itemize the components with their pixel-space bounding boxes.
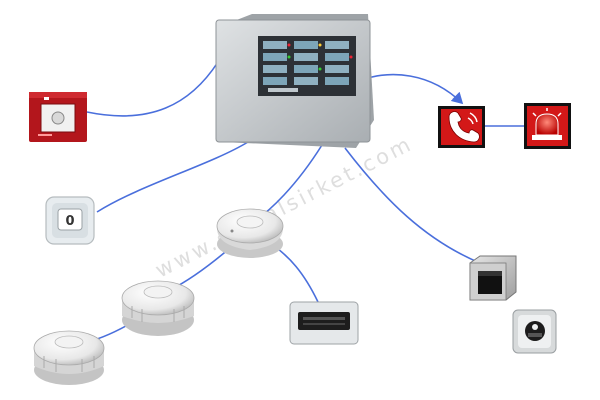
repeater-display[interactable] [289,301,359,345]
watermark-text: www.somalsirket.com [151,131,416,282]
wire-panel-to-dialer [361,73,464,105]
beam-detector[interactable] [512,309,557,354]
flame-detector[interactable] [469,255,517,301]
beacon-light-icon [532,108,562,140]
panel-indicator-grid [263,41,353,85]
wire-panel-to-key-switch [96,141,249,213]
alarm-beacon[interactable] [524,103,571,149]
display-panel-icon [298,312,350,330]
red-break-glass-icon [51,111,65,125]
smoke-detector-icon [236,215,264,229]
telephone-icon [448,111,480,143]
key-label: 0 [65,214,74,229]
smoke-detector-icon [54,335,84,349]
smoke-detector-middle[interactable] [121,280,195,336]
wire-panel-to-flame-detector [344,147,481,264]
smoke-detector-icon [143,285,173,299]
telephone-dialer[interactable] [438,106,485,148]
key-button-icon [57,208,83,231]
key-switch[interactable]: 0 [45,196,95,245]
manual-call-point[interactable] [29,92,87,142]
flame-detector-icon [478,271,502,294]
beam-detector-icon [525,321,545,341]
smoke-detector-upper[interactable] [216,208,284,258]
wire-panel-to-call-point [86,61,219,117]
fire-alarm-control-panel[interactable] [215,14,374,148]
smoke-detector-lower[interactable] [33,330,105,385]
